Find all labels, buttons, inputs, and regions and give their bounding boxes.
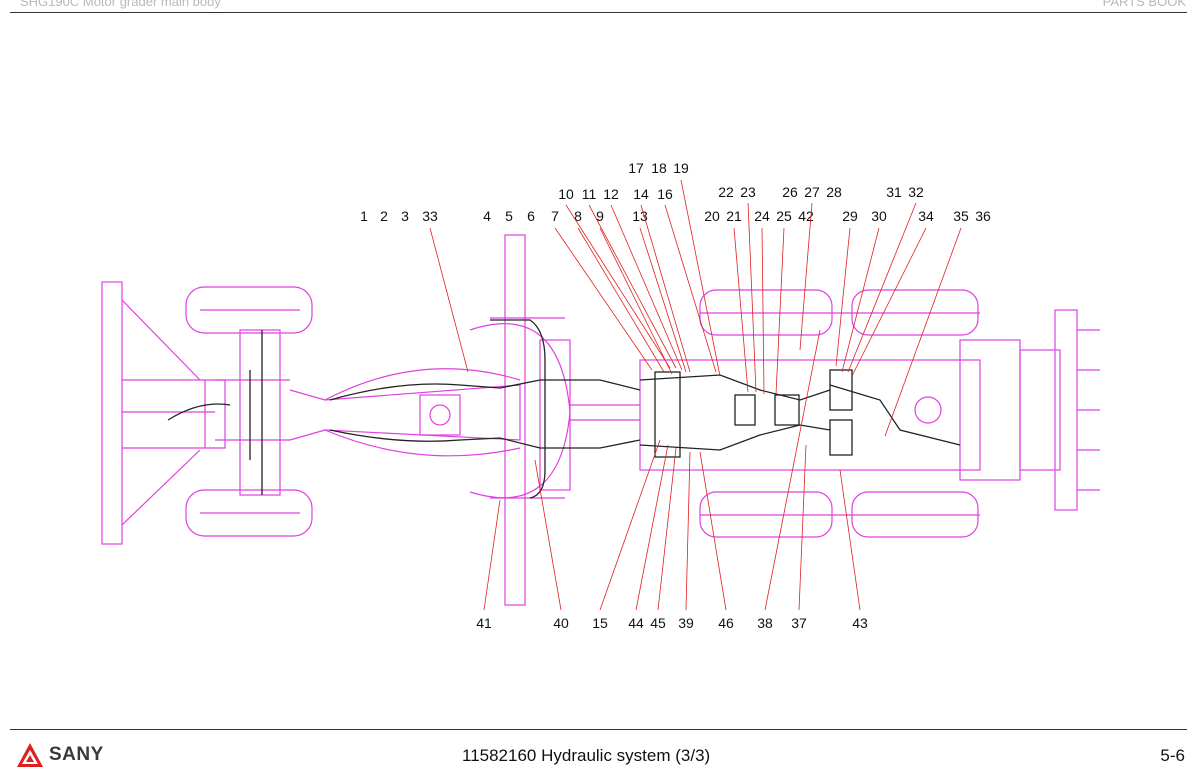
callout-6: 6 [527,208,535,224]
callout-5: 5 [505,208,513,224]
callout-46: 46 [718,615,734,631]
callout-7: 7 [551,208,559,224]
page-number: 5-6 [1160,746,1185,765]
callout-21: 21 [726,208,742,224]
callout-13: 13 [632,208,648,224]
callouts-row1: 17 18 19 [628,160,689,176]
callout-39: 39 [678,615,694,631]
callout-8: 8 [574,208,582,224]
callout-11: 11 [582,186,597,202]
callout-42: 42 [798,208,814,224]
callout-34: 34 [918,208,934,224]
callout-19: 19 [673,160,689,176]
sany-logo: SANY [16,742,104,768]
callout-31: 31 [886,184,902,200]
hydraulic-lines [167,319,961,499]
callout-32: 32 [908,184,924,200]
leader-lines [429,179,962,611]
callout-40: 40 [553,615,569,631]
callout-15: 15 [592,615,608,631]
callout-16: 16 [657,186,673,202]
callout-36: 36 [975,208,991,224]
callout-29: 29 [842,208,858,224]
callout-1: 1 [360,208,368,224]
document-title: 11582160 Hydraulic system (3/3) [462,746,711,765]
callout-24: 24 [754,208,770,224]
callouts-row3: 1 2 3 33 4 5 6 7 8 9 13 20 21 24 25 42 2… [360,208,991,224]
callout-30: 30 [871,208,887,224]
callout-41: 41 [476,615,492,631]
callout-10: 10 [558,186,574,202]
callout-18: 18 [651,160,667,176]
callout-23: 23 [740,184,756,200]
footer-rule [10,729,1187,730]
callout-25: 25 [776,208,792,224]
callout-45: 45 [650,615,666,631]
header-right-title: PARTS BOOK [1102,0,1186,9]
callout-2: 2 [380,208,388,224]
sany-logo-icon [17,743,43,767]
callout-20: 20 [704,208,720,224]
header-left-title: SHG190C Motor grader main body [20,0,221,9]
callout-12: 12 [603,186,619,202]
callout-3: 3 [401,208,409,224]
callout-22: 22 [718,184,734,200]
callouts-bottom: 41 40 15 44 45 39 46 38 37 43 [476,615,868,631]
callout-26: 26 [782,184,798,200]
machine-outline [101,234,1100,606]
callout-27: 27 [804,184,820,200]
brand-name: SANY [49,744,104,765]
callout-44: 44 [628,615,644,631]
callout-38: 38 [757,615,773,631]
callout-35: 35 [953,208,969,224]
callout-28: 28 [826,184,842,200]
header-rule [10,12,1187,13]
callout-33: 33 [422,208,438,224]
callout-9: 9 [596,208,604,224]
callout-37: 37 [791,615,807,631]
callout-14: 14 [633,186,649,202]
callout-4: 4 [483,208,491,224]
callouts-row2: 10 11 12 14 16 22 23 26 27 28 31 32 [558,184,924,202]
callout-17: 17 [628,160,644,176]
callout-43: 43 [852,615,868,631]
